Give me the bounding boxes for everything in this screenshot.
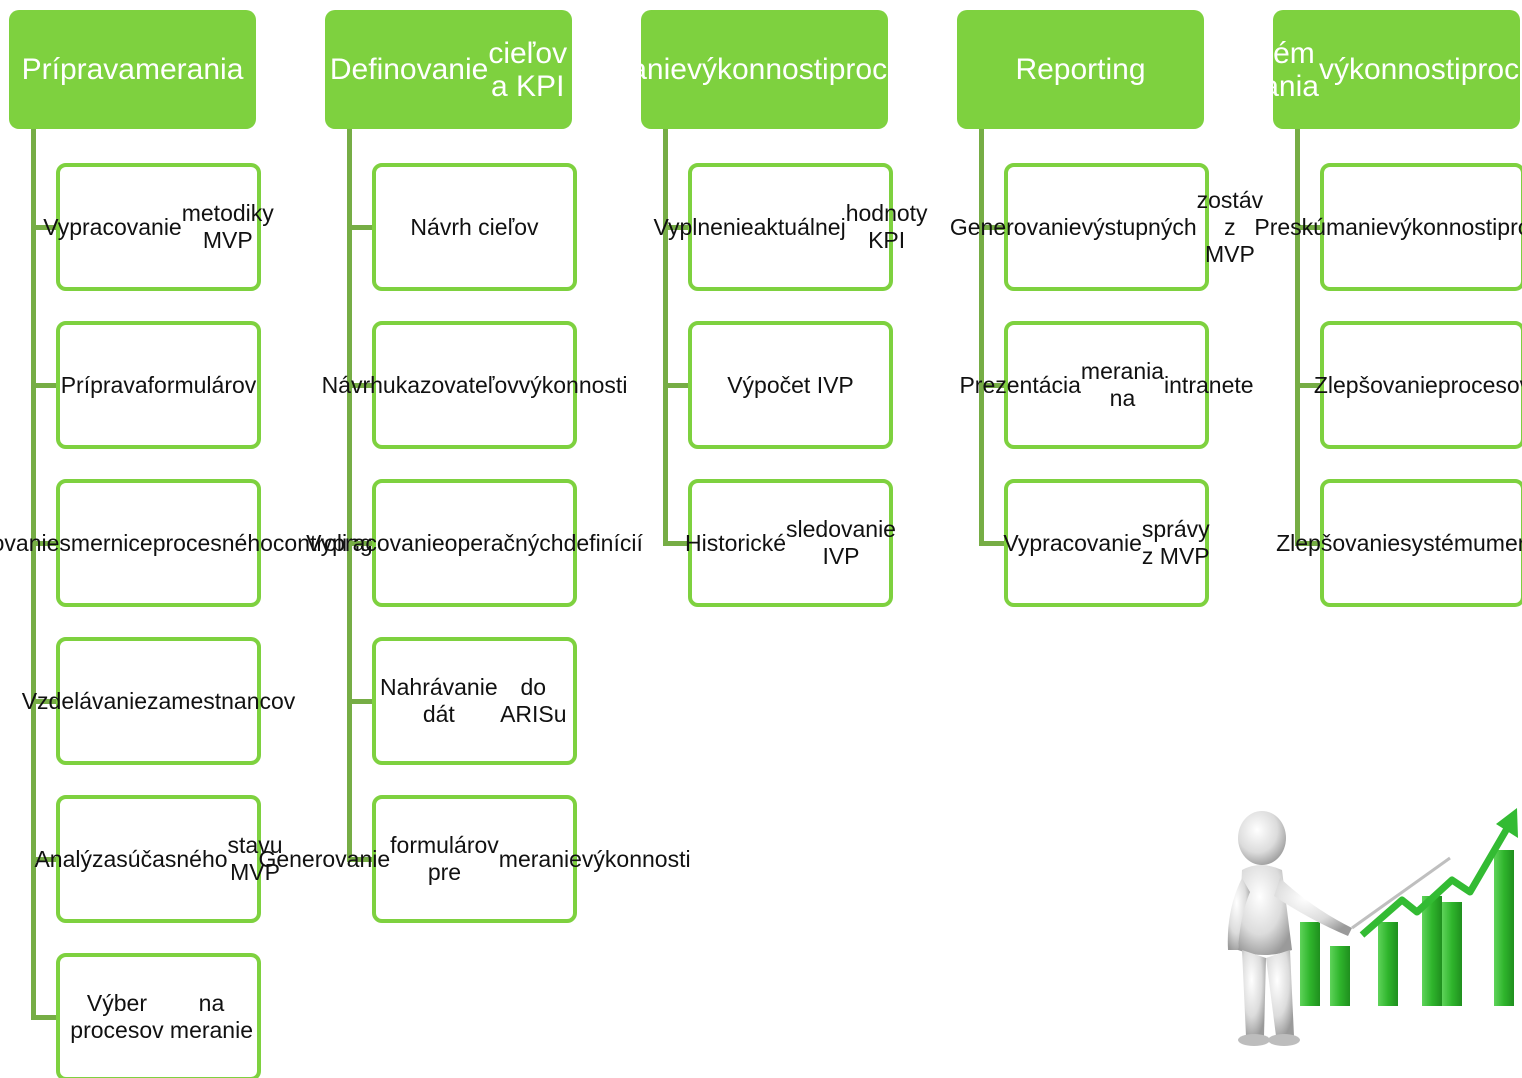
connector-stub [31, 382, 58, 388]
step-box: Výpočet IVP [688, 321, 893, 449]
connector-stub [347, 224, 374, 230]
connector-stub [1295, 540, 1322, 546]
connector-stub [663, 224, 690, 230]
column-header: Reporting [957, 10, 1204, 129]
connector-stub [347, 698, 374, 704]
connector-line [979, 129, 984, 546]
growth-bars [1300, 850, 1514, 1006]
connector-stub [31, 540, 58, 546]
connector-stub [1295, 382, 1322, 388]
growth-bar [1442, 902, 1462, 1006]
connector-stub [347, 382, 374, 388]
connector-stub [347, 540, 374, 546]
presenter-figure [1227, 811, 1352, 1046]
growth-bar [1494, 850, 1514, 1006]
connector-stub [31, 856, 58, 862]
column-header: Systém meraniavýkonnostiprocesov [1211, 10, 1522, 129]
connector-stub [663, 540, 690, 546]
connector-stub [1295, 224, 1322, 230]
step-box: Preskúmanievýkonnostiprocesov [1254, 163, 1522, 291]
connector-stub [31, 698, 58, 704]
growth-bar [1330, 946, 1350, 1006]
growth-bar [1422, 896, 1442, 1006]
pointer-stick [1351, 856, 1451, 930]
growth-arrow [1359, 818, 1516, 938]
connector-stub [979, 540, 1006, 546]
growth-bar [1378, 922, 1398, 1006]
connector-stub [979, 382, 1006, 388]
step-box: Návrh cieľov [372, 163, 577, 291]
connector-stub [347, 856, 374, 862]
connector-line [347, 129, 352, 862]
arrow-head [1496, 808, 1518, 838]
connector-stub [31, 1014, 58, 1020]
connector-stub [979, 224, 1006, 230]
connector-line [1295, 129, 1300, 546]
connector-stub [31, 224, 58, 230]
presenter-growth-chart-icon [1227, 808, 1518, 1046]
connector-stub [663, 382, 690, 388]
step-box: Spracovaniesmerniceprocesnéhocontrolingu [0, 479, 385, 607]
connector-line [31, 129, 36, 1020]
connector-line [663, 129, 668, 546]
step-box: Zlepšovaniesystémumerania [1276, 479, 1522, 607]
growth-bar [1300, 922, 1320, 1006]
